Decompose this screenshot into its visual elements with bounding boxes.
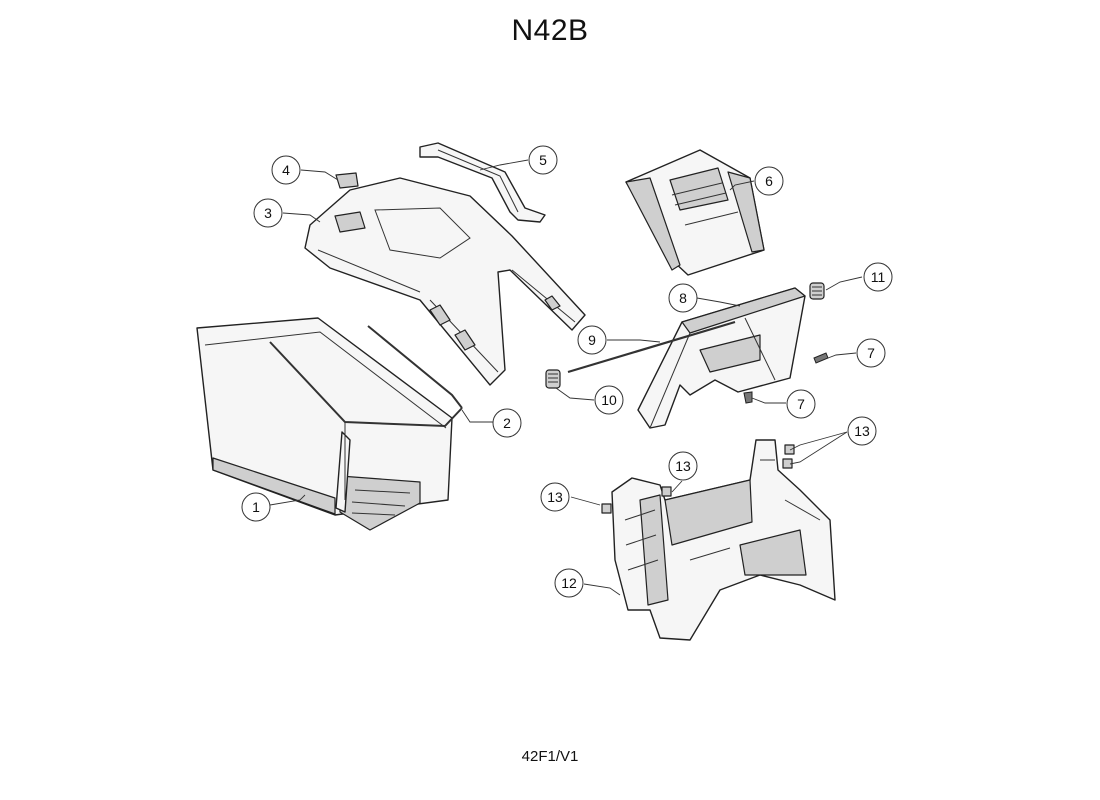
diagram-code: 42F1/V1 (521, 748, 579, 765)
callout-4: 4 (271, 155, 301, 185)
part-upper-housing (304, 177, 586, 386)
leader-lines (269, 159, 863, 596)
callout-10: 10 (594, 385, 624, 415)
callout-12: 12 (554, 568, 584, 598)
svg-text:6: 6 (765, 173, 773, 189)
svg-text:5: 5 (539, 152, 547, 168)
svg-text:13: 13 (854, 423, 870, 439)
callout-6: 6 (754, 166, 784, 196)
part-bag-frame (269, 325, 463, 500)
callout-2: 2 (492, 408, 522, 438)
callout-9: 9 (577, 325, 607, 355)
part-small-cap (335, 172, 359, 189)
part-clips (601, 444, 795, 514)
callout-5: 5 (528, 145, 558, 175)
svg-text:7: 7 (797, 396, 805, 412)
svg-text:13: 13 (547, 489, 563, 505)
part-carry-handle (419, 142, 546, 223)
callout-13-middle: 13 (668, 451, 698, 481)
svg-text:8: 8 (679, 290, 687, 306)
callout-8: 8 (668, 283, 698, 313)
svg-text:9: 9 (588, 332, 596, 348)
part-rear-flap (637, 287, 806, 429)
svg-text:1: 1 (252, 499, 260, 515)
part-hinge-rod (567, 320, 736, 374)
svg-text:12: 12 (561, 575, 577, 591)
part-spring-left (545, 369, 561, 389)
callout-1: 1 (241, 492, 271, 522)
callout-7-lower: 7 (786, 389, 816, 419)
callout-13-left: 13 (540, 482, 570, 512)
svg-text:2: 2 (503, 415, 511, 431)
part-grille-cover (625, 149, 765, 276)
svg-text:10: 10 (601, 392, 617, 408)
diagram-title: N42B (511, 14, 589, 47)
part-spring-right (809, 282, 825, 300)
svg-text:7: 7 (867, 345, 875, 361)
svg-text:3: 3 (264, 205, 272, 221)
part-screws (743, 352, 829, 404)
part-grass-bag (196, 317, 453, 531)
svg-text:4: 4 (282, 162, 290, 178)
svg-text:13: 13 (675, 458, 691, 474)
part-chassis-base (611, 439, 836, 641)
callout-11: 11 (863, 262, 893, 292)
callout-13-right: 13 (847, 416, 877, 446)
callout-3: 3 (253, 198, 283, 228)
svg-text:11: 11 (871, 269, 886, 285)
callout-7-upper: 7 (856, 338, 886, 368)
